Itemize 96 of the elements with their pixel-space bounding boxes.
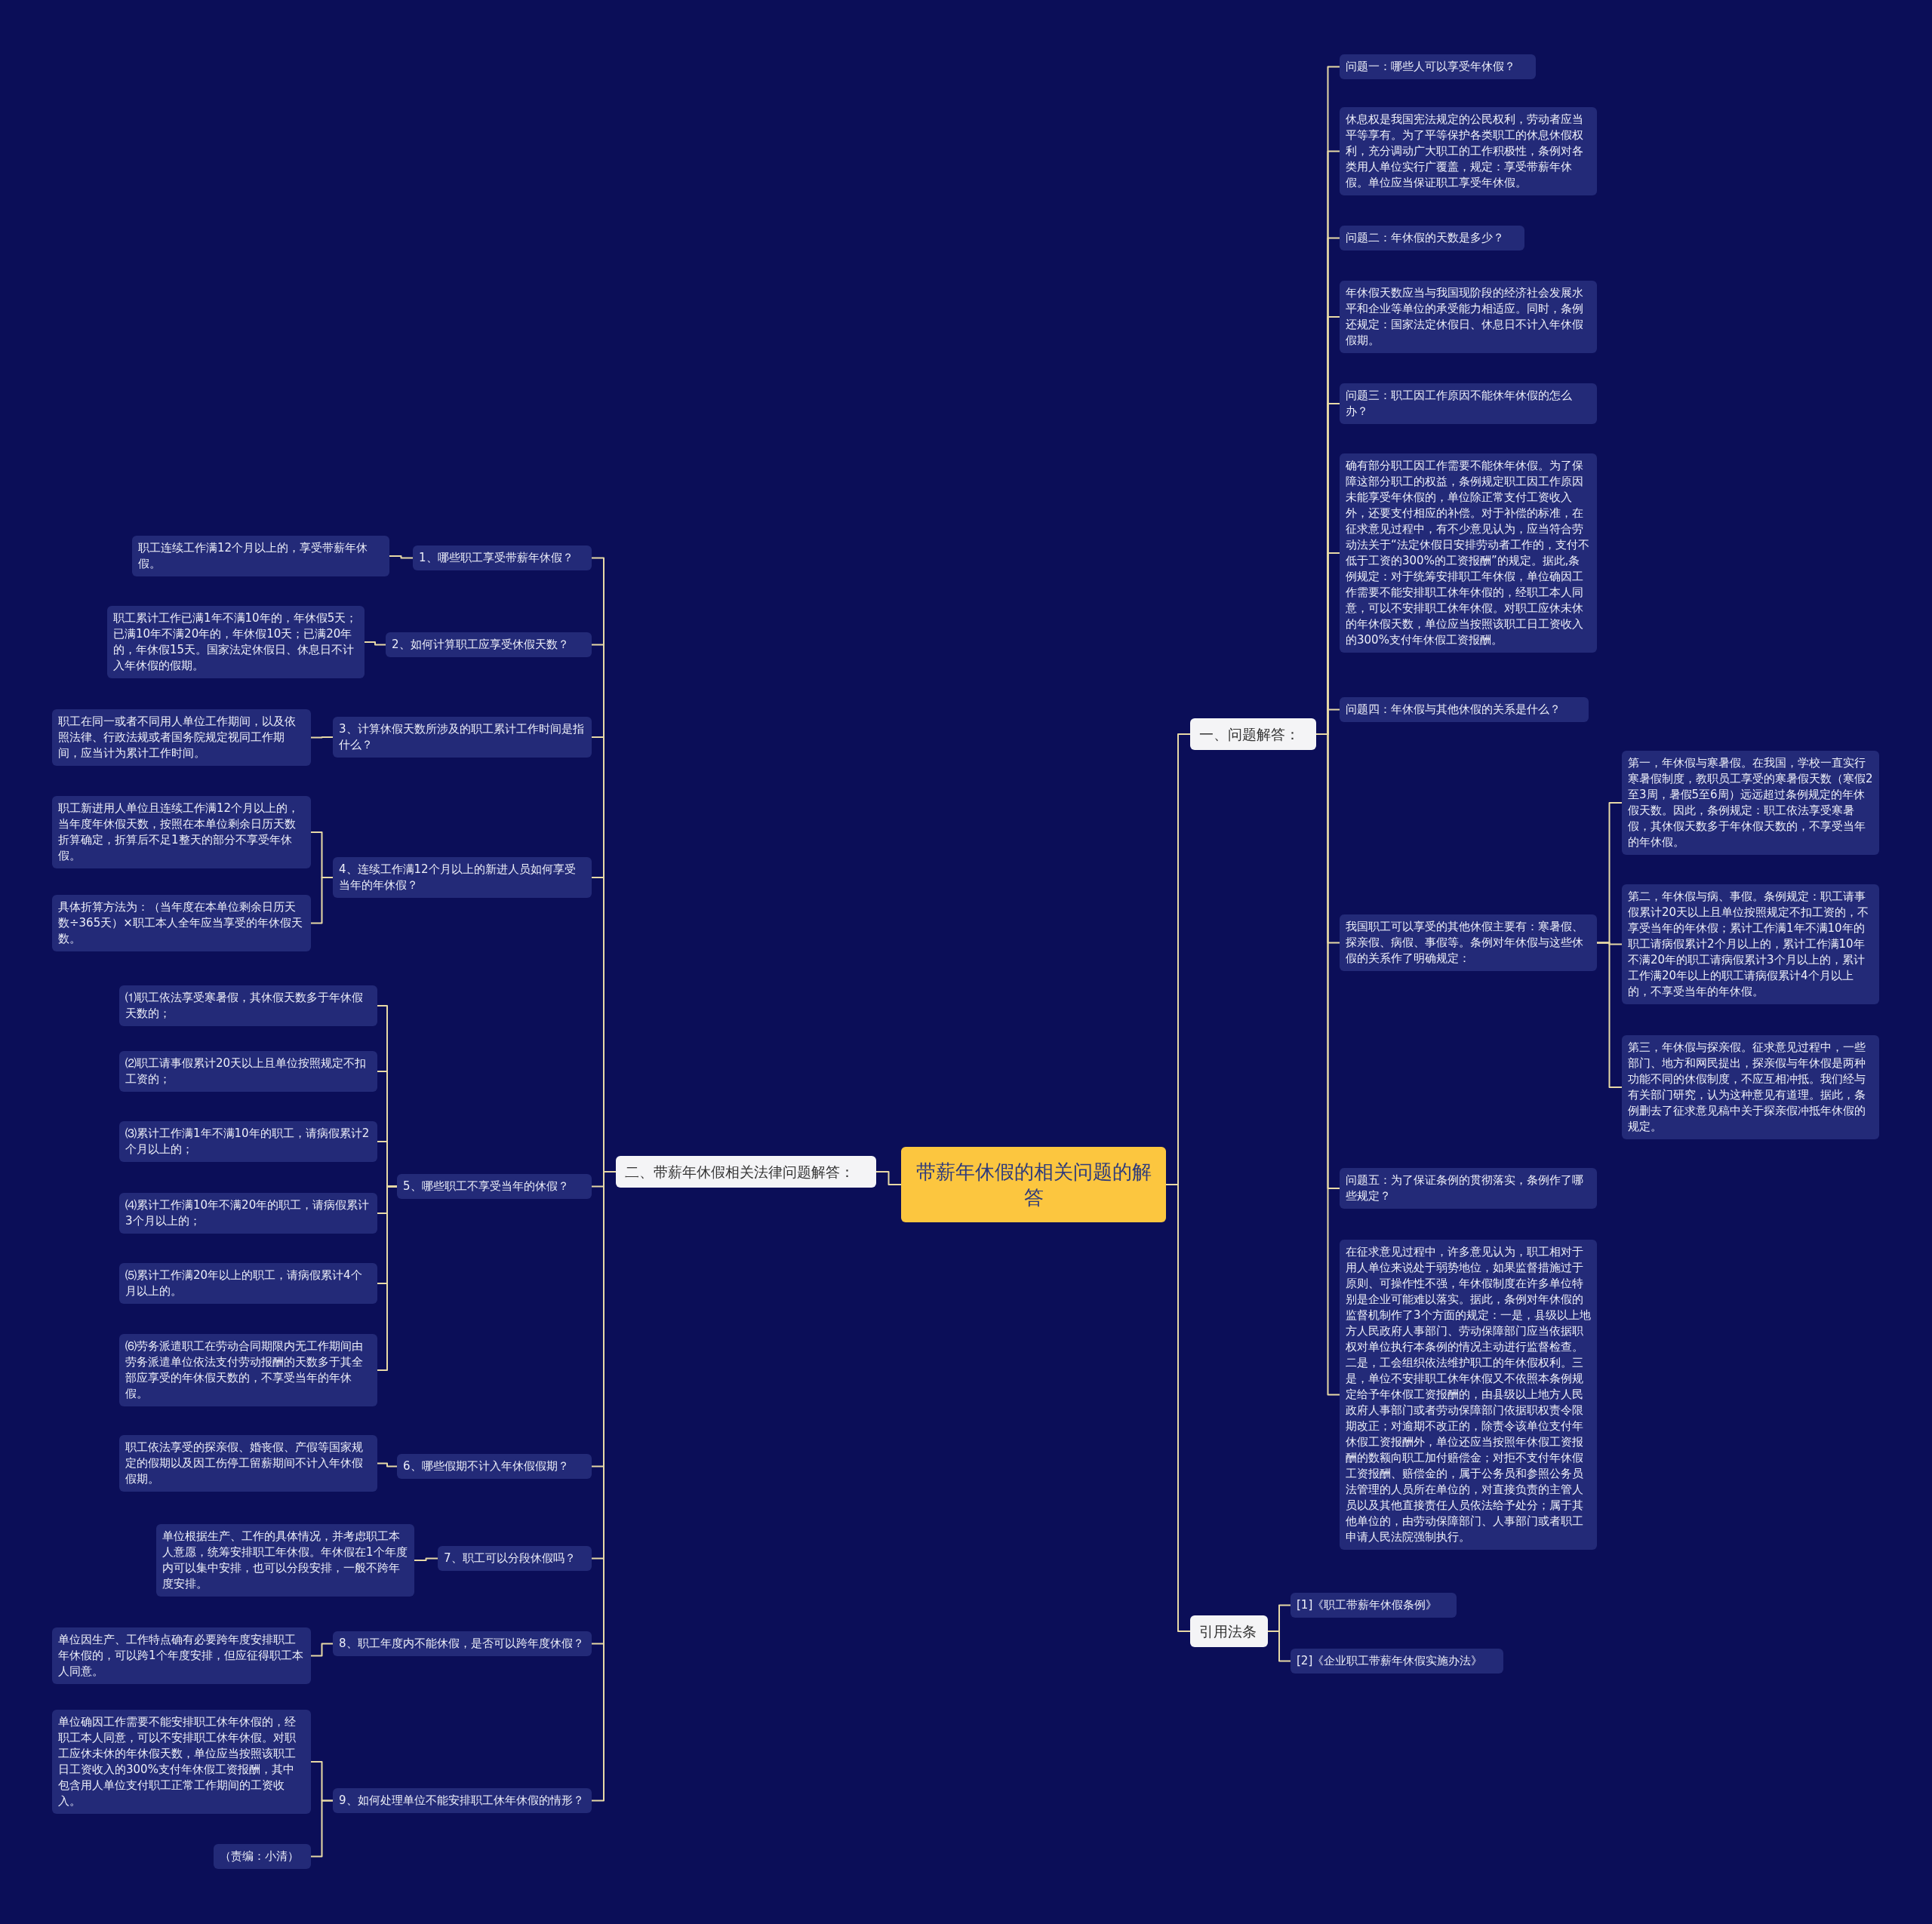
connector-line	[389, 555, 414, 559]
connector-line	[364, 641, 386, 646]
topic-text: ⑷累计工作满10年不满20年的职工，请病假累计3个月以上的；	[125, 1197, 371, 1229]
subtopic-box	[333, 1631, 592, 1656]
subtopic-box	[119, 1051, 377, 1092]
topic-text: 4、连续工作满12个月以上的新进人员如何享受当年的年休假？	[339, 862, 577, 893]
topic-text: 单位根据生产、工作的具体情况，并考虑职工本人意愿，统筹安排职工年休假。年休假在1个年度内可以集中安排，也可以分段安排，一般不跨年度安排。	[162, 1529, 408, 1592]
connector-line	[310, 877, 334, 924]
topic-text: 第一，年休假与寒暑假。在我国，学校一直实行寒暑假制度，教职员工享受的寒暑假天数（寒假2至3周，暑假5至6周）远远超过条例规定的年休假天数。因此，条例规定：职工依法享受寒暑假，其休假天数多于年休假天数的，不享受当年的年休假。	[1628, 755, 1873, 850]
topic-text: 二、带薪年休假相关法律问题解答：	[625, 1163, 855, 1182]
topic-text: 7、职工可以分段休假吗？	[444, 1551, 577, 1566]
subtopic-box	[119, 1193, 377, 1234]
topic-text: 单位因生产、工作特点确有必要跨年度安排职工年休假的，可以跨1个年度安排，但应征得职工本人同意。	[58, 1632, 304, 1680]
connector-line	[310, 1800, 334, 1858]
subtopic-box	[438, 1546, 592, 1571]
topic-text: 年休假天数应当与我国现阶段的经济社会发展水平和企业等单位的承受能力相适应。同时，条例还规定：国家法定休假日、休息日不计入年休假假期。	[1346, 285, 1584, 349]
connector-line	[875, 1171, 902, 1185]
subtopic-box	[119, 985, 377, 1026]
subtopic-box	[119, 1435, 377, 1492]
connector-line	[377, 1185, 398, 1371]
subtopic-box	[333, 717, 592, 758]
topic-text: 第三，年休假与探亲假。征求意见过程中，一些部门、地方和网民提出，探亲假与年休假是两种功能不同的休假制度，不应互相冲抵。我们经与有关部门研究，认为这种意见有道理。据此，条例删去了征求意见稿中关于探亲假冲抵年休假的规定。	[1628, 1040, 1866, 1135]
topic-text: ⑴职工依法享受寒暑假，其休假天数多于年休假天数的；	[125, 990, 364, 1022]
topic-text: 休息权是我国宪法规定的公民权利，劳动者应当平等享有。为了平等保护各类职工的休息休假权利，充分调动广大职工的工作积极性，条例对各类用人单位实行广覆盖，规定：享受带薪年休假。单位应当保证职工享受年休假。	[1346, 112, 1584, 191]
topic-text: 具体折算方法为：（当年度在本单位剩余日历天数÷365天）×职工本人全年应当享受的年休假天数。	[58, 899, 303, 947]
topic-text: 职工新进用人单位且连续工作满12个月以上的，当年度年休假天数，按照在本单位剩余日历天数折算确定，折算后不足1整天的部分不享受年休假。	[58, 801, 300, 864]
connector-line	[310, 1643, 334, 1657]
connector-line	[310, 736, 334, 739]
topic-text: （责编：小清）	[220, 1849, 300, 1864]
topic-text: 在征求意见过程中，许多意见认为，职工相对于用人单位来说处于弱势地位，如果监督措施过于原则、可操作性不强，年休假制度在许多单位特别是企业可能难以落实。据此，条例对年休假的监督机制作了3个方面的规定：一是，县级以上地方人民政府人事部门、劳动保障部门应当依据职权对单位执行本条例的情况主动进行监督检查。二是，工会组织依法维护职工的年休假权利。三是，单位不安排职工休年休假又不依照本条例规定给予年休假工资报酬的，由县级以上地方人民政府人事部门或者劳动保障部门依据职权责令限期改正；对逾期不改正的，除责令该单位支付年休假工资报酬外，单位还应当按照年休假工资报酬的数额向职工加付赔偿金；对拒不支付年休假工资报酬、赔偿金的，属于公务员和参照公务员法管理的人员所在单位的，对直接负责的主管人员以及其他直接责任人员依法给予处分；属于其他单位的，由劳动保障部门、人事部门或者职工申请人民法院强制执行。	[1346, 1244, 1591, 1545]
branch-topic-box	[616, 1156, 876, 1188]
topic-text: 1、哪些职工享受带薪年休假？	[419, 550, 574, 566]
topic-text: ⑵职工请事假累计20天以上且单位按照规定不扣工资的；	[125, 1056, 368, 1087]
subtopic-box	[52, 895, 311, 951]
subtopic-box	[1340, 226, 1524, 250]
topic-text: ⑶累计工作满1年不满10年的职工，请病假累计2个月以上的；	[125, 1126, 371, 1157]
subtopic-box	[1340, 697, 1589, 722]
topic-text: [1]《职工带薪年休假条例》	[1297, 1597, 1438, 1613]
topic-text: 6、哪些假期不计入年休假假期？	[403, 1458, 570, 1474]
subtopic-box	[52, 1710, 311, 1814]
branch-topic-box	[1190, 1615, 1268, 1647]
connector-line	[377, 1462, 398, 1468]
subtopic-box	[1340, 1168, 1597, 1209]
subtopic-box	[132, 536, 389, 576]
subtopic-box	[119, 1334, 377, 1406]
subtopic-box	[1340, 54, 1536, 79]
subtopic-box	[214, 1844, 311, 1869]
topic-text: 职工依法享受的探亲假、婚丧假、产假等国家规定的假期以及因工伤停工留薪期间不计入年休假假期。	[125, 1440, 364, 1487]
topic-text: [2]《企业职工带薪年休假实施办法》	[1297, 1653, 1484, 1669]
subtopic-box	[1340, 383, 1597, 424]
subtopic-box	[119, 1121, 377, 1162]
connector-line	[1267, 1630, 1291, 1662]
root-topic-box	[901, 1147, 1166, 1222]
subtopic-box	[107, 606, 365, 678]
topic-text: 3、计算休假天数所涉及的职工累计工作时间是指什么？	[339, 721, 585, 753]
connector-line	[414, 1557, 438, 1561]
topic-text: 一、问题解答：	[1199, 725, 1300, 744]
subtopic-box	[397, 1454, 592, 1479]
topic-text: 问题一：哪些人可以享受年休假？	[1346, 59, 1516, 75]
subtopic-box	[386, 632, 592, 657]
topic-text: 问题五：为了保证条例的贯彻落实，条例作了哪些规定？	[1346, 1173, 1584, 1204]
topic-text: 我国职工可以享受的其他休假主要有：寒暑假、探亲假、病假、事假等。条例对年休假与这些休假的关系作了明确规定：	[1346, 919, 1584, 967]
subtopic-box	[397, 1174, 592, 1199]
topic-text: 问题三：职工因工作原因不能休年休假的怎么办？	[1346, 388, 1573, 420]
topic-text: ⑸累计工作满20年以上的职工，请病假累计4个月以上的。	[125, 1268, 363, 1299]
topic-text: 问题四：年休假与其他休假的关系是什么？	[1346, 702, 1561, 718]
subtopic-box	[1340, 107, 1597, 195]
topic-text: 2、如何计算职工应享受休假天数？	[392, 637, 570, 653]
topic-text: 职工在同一或者不同用人单位工作期间，以及依照法律、行政法规或者国务院规定视同工作期间，应当计为累计工作时间。	[58, 714, 297, 761]
subtopic-box	[52, 709, 311, 766]
subtopic-box	[1291, 1593, 1457, 1618]
subtopic-box	[52, 796, 311, 868]
topic-text: 9、如何处理单位不能安排职工休年休假的情形？	[339, 1793, 585, 1809]
topic-text: ⑹劳务派遣职工在劳动合同期限内无工作期间由劳务派遣单位依法支付劳动报酬的天数多于其全部应享受的年休假天数的，不享受当年的年休假。	[125, 1339, 364, 1402]
subtopic-box	[1340, 914, 1597, 971]
branch-topic-box	[1190, 718, 1316, 750]
topic-text: 职工累计工作已满1年不满10年的，年休假5天；已满10年不满20年的，年休假10天；已满20年的，年休假15天。国家法定休假日、休息日不计入年休假的假期。	[113, 610, 358, 674]
topic-text: 引用法条	[1199, 1622, 1257, 1641]
connector-line	[1596, 942, 1623, 1088]
topic-text: 职工连续工作满12个月以上的，享受带薪年休假。	[138, 540, 369, 572]
subtopic-box	[156, 1524, 414, 1597]
subtopic-box	[333, 1788, 592, 1813]
topic-text: 确有部分职工因工作需要不能休年休假。为了保障这部分职工的权益，条例规定职工因工作原因未能享受年休假的，单位除正常支付工资收入外，还要支付相应的补偿。对于补偿的标准，在征求意见过程中，有不少意见认为，应当符合劳动法关于“法定休假日安排劳动者工作的，支付不低于工资的300%的工资报酬”的规定。据此,条例规定：对于统筹安排职工年休假，单位确因工作需要不能安排职工休年休假的，经职工本人同意，可以不安排职工休年休假。对职工应休未休的年休假天数，单位应当按照该职工日工资收入的300%支付年休假工资报酬。	[1346, 458, 1590, 648]
subtopic-box	[1340, 281, 1597, 353]
topic-text: 单位确因工作需要不能安排职工休年休假的，经职工本人同意，可以不安排职工休年休假。对职工应休未休的年休假天数，单位应当按照该职工日工资收入的300%支付年休假工资报酬，其中包含用人单位支付职工正常工作期间的工资收入。	[58, 1714, 297, 1809]
topic-text: 问题二：年休假的天数是多少？	[1346, 230, 1505, 246]
subtopic-box	[52, 1627, 311, 1684]
topic-text: 带薪年休假的相关问题的解答	[915, 1160, 1152, 1210]
subtopic-box	[119, 1263, 377, 1304]
topic-text: 8、职工年度内不能休假，是否可以跨年度休假？	[339, 1636, 585, 1652]
subtopic-box	[1622, 1035, 1879, 1139]
topic-text: 5、哪些职工不享受当年的休假？	[403, 1179, 570, 1194]
topic-text: 第二，年休假与病、事假。条例规定：职工请事假累计20天以上且单位按照规定不扣工资的，不享受当年的年休假；累计工作满1年不满10年的职工请病假累计2个月以上的，累计工作满10年不满20年的职工请病假累计3个月以上的，累计工作满20年以上的职工请病假累计4个月以上的，不享受当年的年休假。	[1628, 889, 1870, 1000]
subtopic-box	[413, 546, 592, 570]
subtopic-box	[1291, 1649, 1503, 1674]
subtopic-box	[333, 857, 592, 898]
